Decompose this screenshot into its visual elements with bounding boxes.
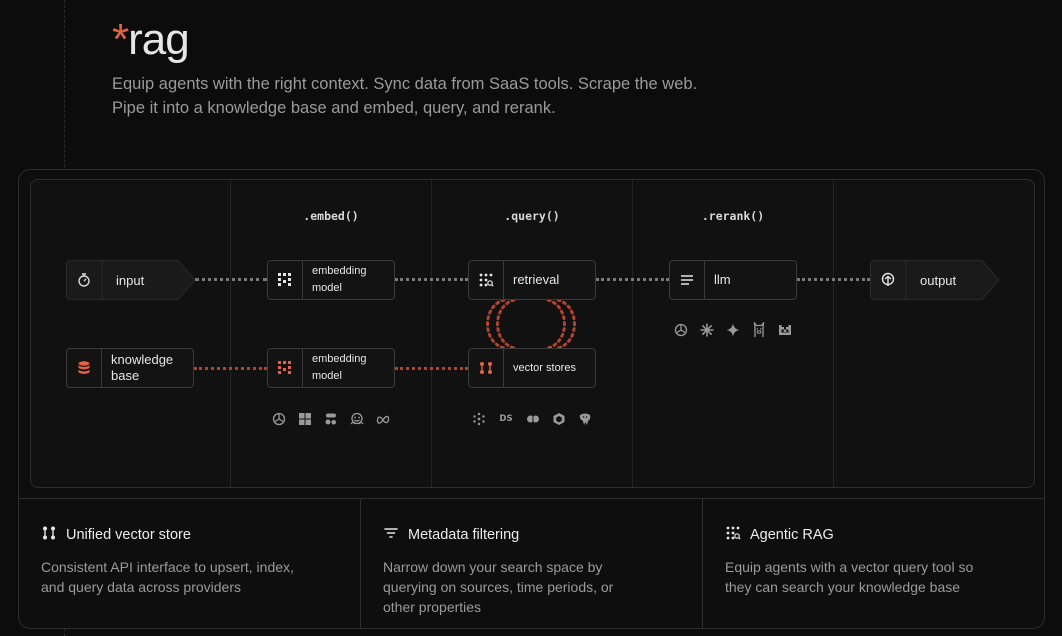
llama-icon [751,322,767,338]
retrieval-node[interactable]: retrieval [468,260,596,300]
datastax-icon: DS [499,414,513,424]
column-divider [431,180,432,487]
feature-heading: Metadata filtering [383,525,680,545]
stage-rerank: .rerank() [701,209,765,223]
embedding-model-node[interactable]: embedding model [267,260,395,300]
vector-provider-logos: DS [471,411,593,427]
feature-heading: Agentic RAG [725,525,1022,545]
embed-icon [268,261,303,299]
embedding-model-label: embedding model [312,353,367,382]
vector-store-icon [469,349,504,387]
input-node[interactable]: input [66,260,196,300]
unified-store-icon [41,525,57,545]
llm-label: llm [714,272,731,287]
feature-description: Consistent API interface to upsert, inde… [41,559,294,595]
column-divider [632,180,633,487]
feature-agentic-rag: Agentic RAG Equip agents with a vector q… [703,499,1044,628]
feature-description: Equip agents with a vector query tool so… [725,559,974,595]
feature-description: Narrow down your search space by queryin… [383,559,614,615]
embed-provider-logos [271,411,391,427]
arrow-shape [66,260,196,300]
microsoft-icon [297,411,313,427]
retrieval-icon [469,261,504,299]
vector-stores-node[interactable]: vector stores [468,348,596,388]
feature-metadata-filtering: Metadata filtering Narrow down your sear… [361,499,703,628]
connector-kb-embed [194,367,267,370]
feature-heading: Unified vector store [41,525,338,545]
pinecone-icon [525,411,541,427]
query-loop [486,298,576,350]
column-divider [230,180,231,487]
embed-icon [268,349,303,387]
description-line-2: Pipe it into a knowledge base and embed,… [112,99,556,117]
embedding-model-label: embedding model [312,265,367,294]
input-label: input [116,272,145,288]
connector-llm-output [797,278,870,281]
qdrant-icon [551,411,567,427]
stage-embed: .embed() [303,209,359,223]
openai-icon [673,322,689,338]
column-divider [833,180,834,487]
feature-title: Agentic RAG [750,527,834,543]
features-row: Unified vector store Consistent API inte… [19,498,1044,628]
feature-title: Metadata filtering [408,527,520,543]
connector-input-embed [195,278,267,281]
feature-title: Unified vector store [66,527,191,543]
description-line-1: Equip agents with the right context. Syn… [112,75,698,93]
postgres-icon [577,411,593,427]
database-icon [67,349,102,387]
llm-provider-logos [673,322,793,338]
input-icon [66,260,102,300]
connector-embed-retrieval [395,278,468,281]
embedding-model-node-2[interactable]: embedding model [267,348,395,388]
agentic-icon [725,525,741,545]
vector-stores-label: vector stores [513,361,576,374]
retrieval-label: retrieval [513,272,560,287]
huggingface-icon [349,411,365,427]
cohere-icon [323,411,339,427]
output-node[interactable]: output [870,260,1000,300]
page-title: *rag [112,18,752,62]
output-label: output [920,272,957,288]
filter-icon [383,525,399,545]
title-star: * [112,15,129,64]
arrow-shape [870,260,1000,300]
page-description: Equip agents with the right context. Syn… [112,72,752,120]
knowledge-base-label: knowledge base [111,352,174,383]
output-icon [870,260,906,300]
mistral-icon [777,322,793,338]
meta-icon [375,411,391,427]
stage-query: .query() [504,209,560,223]
knowledge-base-node[interactable]: knowledge base [66,348,194,388]
hero: *rag Equip agents with the right context… [112,18,752,120]
anthropic-icon [699,322,715,338]
connector-embed-vector [395,367,468,370]
openai-icon [271,411,287,427]
rag-diagram: .embed() .query() .rerank() input embedd… [30,179,1035,488]
gemini-icon [725,322,741,338]
llm-icon [670,261,705,299]
title-text: rag [128,15,190,64]
feature-unified-vector-store: Unified vector store Consistent API inte… [19,499,361,628]
llm-node[interactable]: llm [669,260,797,300]
chroma-icon [471,411,487,427]
connector-retrieval-llm [596,278,669,281]
